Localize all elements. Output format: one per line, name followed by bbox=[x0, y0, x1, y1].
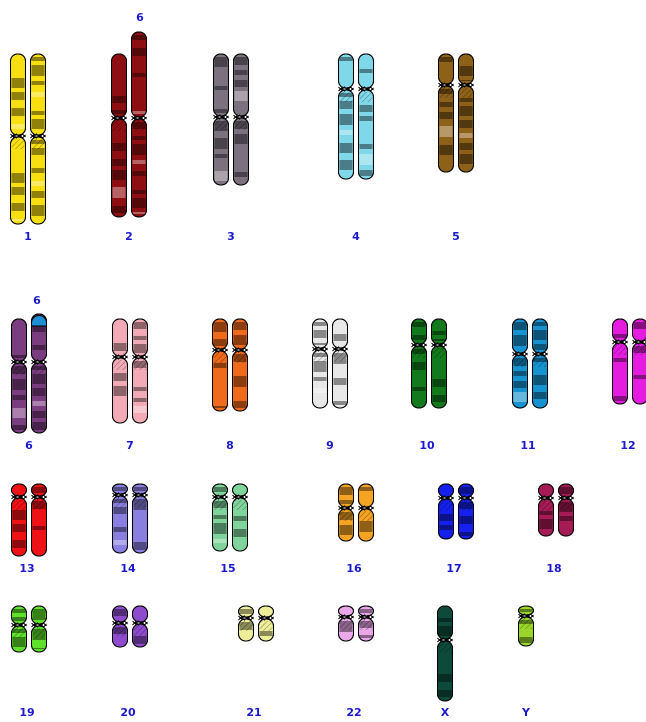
chromatid-left bbox=[212, 483, 228, 552]
chromatid-left bbox=[338, 605, 354, 642]
chromosome-14: 14 bbox=[112, 483, 148, 575]
chromosome-12: 12 bbox=[612, 318, 646, 452]
chromatid-right bbox=[558, 483, 574, 537]
chromatid-left bbox=[213, 53, 229, 186]
chromosome-22: 22 bbox=[338, 605, 374, 719]
chromosome-7: 7 bbox=[112, 318, 148, 452]
chromosome-X: X bbox=[437, 605, 453, 719]
chromatid-left bbox=[238, 605, 254, 642]
chromosome-1: 1 bbox=[10, 53, 46, 243]
chromatid-right bbox=[532, 318, 548, 409]
chromosome-label-3: 3 bbox=[227, 230, 235, 243]
chromosome-21: 21 bbox=[238, 605, 274, 719]
chromatid-left bbox=[112, 318, 128, 424]
chromatid-right bbox=[31, 605, 47, 653]
chromatid-left bbox=[512, 318, 528, 409]
translocation-segment bbox=[31, 315, 47, 327]
chromatid-right bbox=[431, 318, 447, 409]
chromosome-13: 13 bbox=[11, 483, 47, 575]
chromatid-left bbox=[11, 318, 27, 434]
chromosome-label-15: 15 bbox=[220, 562, 235, 575]
chromatid-right bbox=[358, 605, 374, 642]
chromatid-right bbox=[358, 483, 374, 542]
chromatid-right bbox=[632, 318, 646, 405]
chromatid-right bbox=[131, 31, 147, 218]
chromosome-label-22: 22 bbox=[346, 706, 361, 719]
chromatid-right bbox=[30, 53, 46, 225]
chromatid-left bbox=[411, 318, 427, 409]
chromosome-label-7: 7 bbox=[126, 439, 134, 452]
chromosome-2: 26 bbox=[111, 11, 147, 243]
chromosome-label-6: 6 bbox=[25, 439, 33, 452]
chromosome-19: 19 bbox=[11, 605, 47, 719]
chromatid-left bbox=[212, 318, 228, 412]
chromatid-left bbox=[10, 53, 26, 225]
chromatid-left bbox=[312, 318, 328, 409]
chromosome-label-2: 2 bbox=[125, 230, 133, 243]
chromatid-right bbox=[233, 53, 249, 186]
chromosome-label-8: 8 bbox=[226, 439, 234, 452]
chromosome-3: 3 bbox=[213, 53, 249, 243]
chromosome-20: 20 bbox=[112, 605, 148, 719]
chromatid-right bbox=[31, 313, 47, 434]
chromosome-label-11: 11 bbox=[520, 439, 535, 452]
chromosome-5: 5 bbox=[438, 53, 474, 243]
chromosome-label-4: 4 bbox=[352, 230, 360, 243]
chromosome-9: 9 bbox=[312, 318, 348, 452]
chromosome-label-18: 18 bbox=[546, 562, 561, 575]
chromosome-label-9: 9 bbox=[326, 439, 334, 452]
chromosome-Y: Y bbox=[518, 605, 534, 719]
chromosome-label-16: 16 bbox=[346, 562, 362, 575]
chromatid-right bbox=[132, 605, 148, 648]
chromatid-left bbox=[438, 53, 454, 173]
chromatid-left bbox=[338, 53, 354, 180]
chromatid-left bbox=[111, 53, 127, 218]
chromatid-left bbox=[538, 483, 554, 537]
chromatid-right bbox=[132, 318, 148, 424]
chromosome-label-19: 19 bbox=[19, 706, 34, 719]
chromosome-10: 10 bbox=[411, 318, 447, 452]
chromatid-right bbox=[458, 483, 474, 540]
chromatid-right bbox=[232, 318, 248, 412]
chromatid bbox=[518, 605, 534, 647]
chromosome-16: 16 bbox=[338, 483, 374, 575]
chromosome-label-1: 1 bbox=[24, 230, 32, 243]
chromosome-4: 4 bbox=[338, 53, 374, 243]
chromatid-right bbox=[358, 53, 374, 180]
chromatid-left bbox=[11, 483, 27, 557]
translocation-label: 6 bbox=[136, 11, 144, 24]
chromosome-label-17: 17 bbox=[446, 562, 461, 575]
chromatid-right bbox=[132, 483, 148, 554]
chromatid-left bbox=[11, 605, 27, 653]
chromosome-label-14: 14 bbox=[120, 562, 136, 575]
chromatid-right bbox=[258, 605, 274, 642]
chromatid-left bbox=[112, 605, 128, 648]
chromatid-right bbox=[232, 483, 248, 552]
chromosome-label-X: X bbox=[441, 706, 450, 719]
chromatid-right bbox=[332, 318, 348, 409]
chromatid-right bbox=[31, 483, 47, 557]
translocation-label: 6 bbox=[33, 294, 41, 307]
chromosome-label-20: 20 bbox=[120, 706, 136, 719]
chromosome-label-13: 13 bbox=[19, 562, 34, 575]
chromosome-label-5: 5 bbox=[452, 230, 460, 243]
chromatid-left bbox=[338, 483, 354, 542]
chromosome-label-Y: Y bbox=[521, 706, 531, 719]
chromosome-6: 66 bbox=[11, 294, 47, 452]
chromosome-label-21: 21 bbox=[246, 706, 261, 719]
chromatid-right bbox=[458, 53, 474, 173]
chromosome-8: 8 bbox=[212, 318, 248, 452]
chromatid bbox=[437, 605, 453, 702]
chromosome-18: 18 bbox=[538, 483, 574, 575]
chromatid-left bbox=[612, 318, 628, 405]
chromosome-label-12: 12 bbox=[620, 439, 635, 452]
chromosome-15: 15 bbox=[212, 483, 248, 575]
chromatid-left bbox=[112, 483, 128, 554]
chromosome-11: 11 bbox=[512, 318, 548, 452]
chromosome-label-10: 10 bbox=[419, 439, 435, 452]
chromatid-left bbox=[438, 483, 454, 540]
chromosome-17: 17 bbox=[438, 483, 474, 575]
